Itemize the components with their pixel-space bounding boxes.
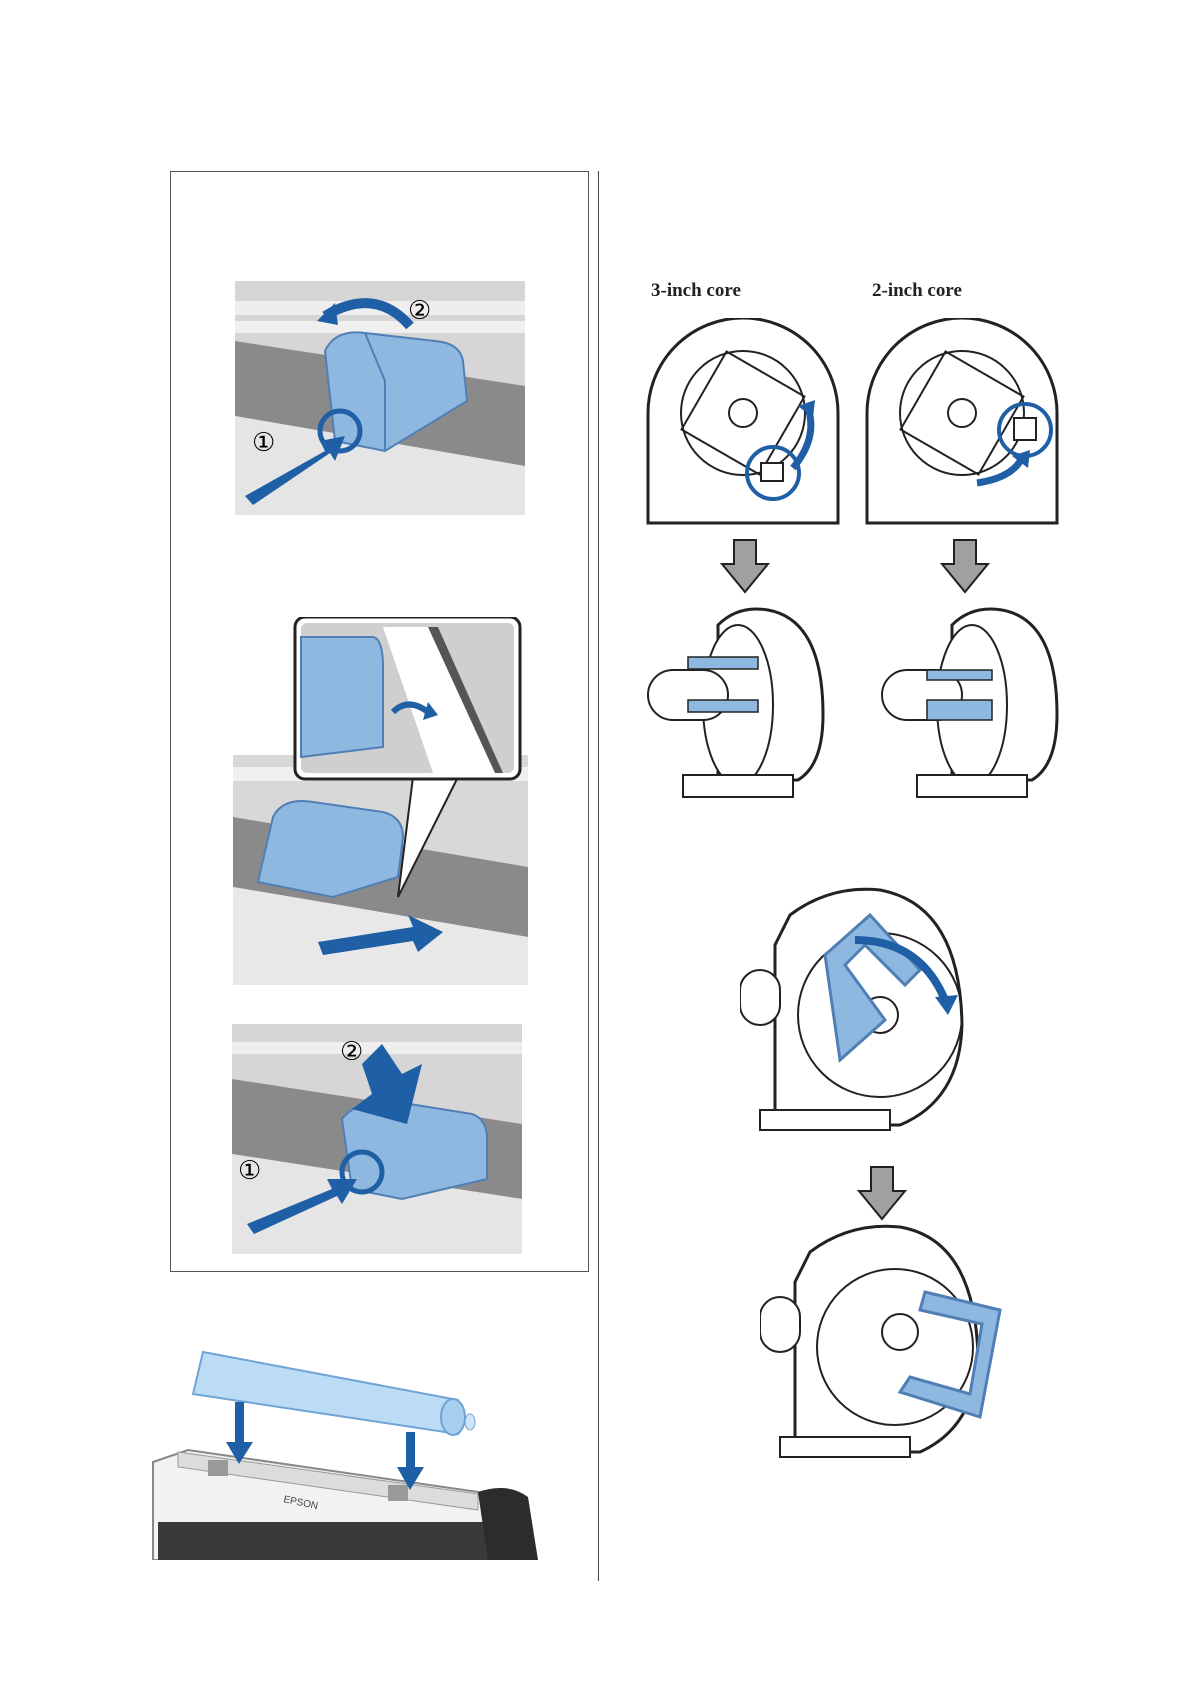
figure-holder-slide: [233, 617, 528, 985]
adapter-side-3inch: [638, 605, 838, 805]
adapter-lever-rotate: [740, 885, 970, 1135]
label-2inch-core: 2-inch core: [872, 280, 962, 302]
column-divider: [598, 171, 599, 1581]
adapter-side-2inch: [872, 605, 1072, 805]
down-arrow-icon: [720, 538, 770, 594]
down-arrow-icon: [857, 1165, 907, 1221]
step-2-marker: ②: [408, 296, 431, 326]
figure-holder-attach: [232, 1024, 522, 1254]
step-1-marker: ①: [252, 428, 275, 458]
step-1-marker: ①: [238, 1156, 261, 1186]
adapter-face-2inch: [862, 318, 1062, 528]
down-arrow-icon: [940, 538, 990, 594]
figure-holder-release: [235, 281, 525, 515]
adapter-face-3inch: [643, 318, 843, 528]
adapter-lever-locked: [760, 1222, 1020, 1462]
step-2-marker: ②: [340, 1037, 363, 1067]
label-3inch-core: 3-inch core: [651, 280, 741, 302]
figure-roll-on-printer: EPSON: [148, 1342, 540, 1560]
